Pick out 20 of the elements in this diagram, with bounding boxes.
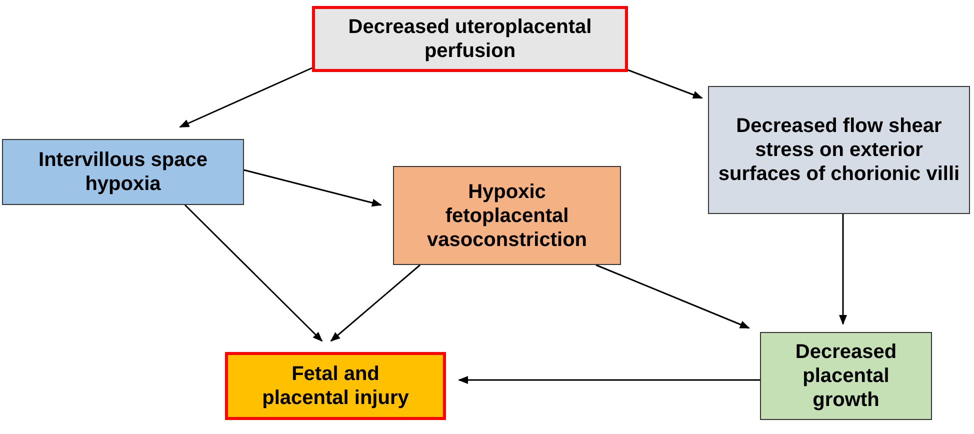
- arrow: [628, 69, 703, 99]
- arrow: [596, 264, 750, 329]
- box-label: Decreased placental growth: [794, 340, 898, 412]
- arrow: [244, 169, 382, 207]
- process-box: [225, 352, 446, 420]
- arrow: [184, 204, 323, 342]
- box-label: Intervillous space hypoxia: [38, 148, 208, 196]
- box-label: Fetal and placental injury: [261, 362, 410, 410]
- arrow: [458, 376, 760, 384]
- arrow: [330, 264, 420, 342]
- box-label: Decreased uteroplacental perfusion: [347, 15, 593, 63]
- process-box: [708, 86, 970, 214]
- process-box: [760, 332, 932, 420]
- process-box: [2, 139, 244, 205]
- arrow: [839, 214, 847, 325]
- box-label: Decreased flow shear stress on exterior surfaces of chorionic villi: [717, 114, 961, 186]
- process-box: [312, 6, 628, 72]
- process-box: [393, 166, 621, 265]
- box-label: Hypoxic fetoplacental vasoconstriction: [426, 180, 588, 252]
- arrow: [179, 67, 312, 128]
